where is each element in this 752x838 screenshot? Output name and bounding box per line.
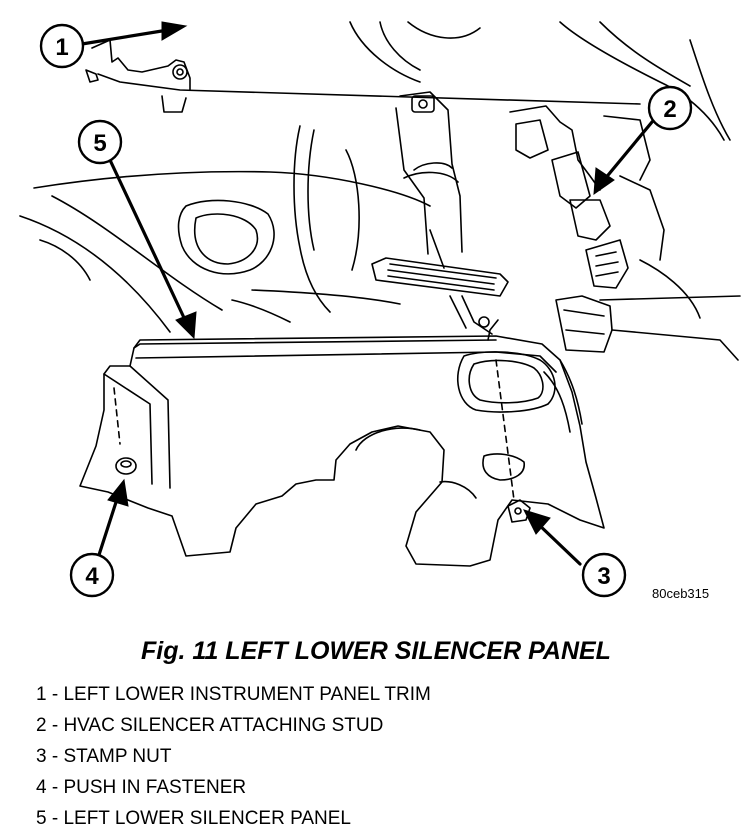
callout-circle-3: [581, 552, 627, 598]
arrowhead-5: [175, 311, 197, 340]
callout-number-3: 3: [597, 563, 610, 590]
instrument-panel-trim: [85, 39, 641, 113]
callout-number-1: 1: [55, 34, 68, 61]
stamp-nut: [495, 359, 531, 523]
leader-arrow-2: [602, 120, 654, 182]
callout-number-4: 4: [85, 563, 99, 590]
figure-code: 80ceb315: [652, 586, 710, 601]
callout-circle-2: [647, 85, 693, 131]
brake-pedal: [371, 257, 509, 335]
legend-item: 3 - STAMP NUT: [36, 746, 172, 767]
callout-circle-1: [39, 23, 85, 69]
legend-list: 1 - LEFT LOWER INSTRUMENT PANEL TRIM 2 -…: [36, 683, 431, 838]
callout-circle-4: [69, 552, 115, 598]
silencer-panel: [79, 319, 605, 567]
leader-arrow-3: [534, 520, 582, 566]
leader-arrow-4: [96, 494, 120, 560]
leader-arrow-1: [80, 28, 170, 46]
leader-arrow-5: [108, 158, 188, 324]
legend-item: 1 - LEFT LOWER INSTRUMENT PANEL TRIM: [36, 684, 431, 705]
push-in-fastener: [113, 387, 137, 475]
arrowhead-3: [523, 509, 551, 535]
arrowhead-2: [593, 167, 615, 196]
steering-column: [395, 91, 463, 269]
callout-circle-5: [77, 119, 123, 165]
legend-item: 2 - HVAC SILENCER ATTACHING STUD: [36, 715, 384, 736]
line-illustration: 1 2 3 4 5: [19, 21, 741, 598]
dash-background: [19, 21, 741, 361]
legend-item: 5 - LEFT LOWER SILENCER PANEL: [36, 808, 351, 829]
legend-item: 4 - PUSH IN FASTENER: [36, 777, 247, 798]
callout-number-2: 2: [663, 96, 676, 123]
callout-number-5: 5: [93, 130, 106, 157]
figure-caption: Fig. 11 LEFT LOWER SILENCER PANEL: [141, 637, 611, 665]
arrowhead-4: [107, 478, 129, 507]
arrowhead-1: [161, 21, 188, 41]
hvac-bracket: [509, 105, 665, 353]
